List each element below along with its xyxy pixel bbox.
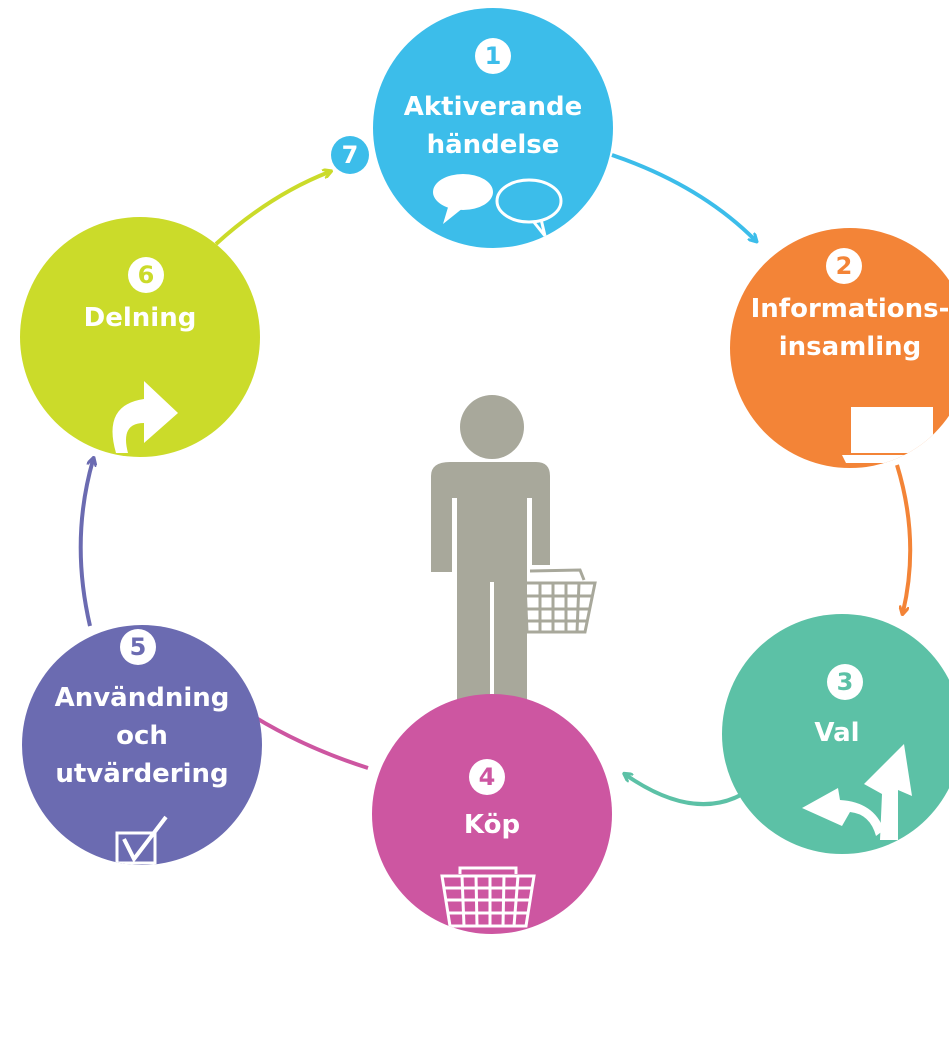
step-2-title: Informations- insamling — [730, 290, 949, 366]
arrow-1-to-2 — [611, 153, 755, 240]
step-4-line-1: Köp — [463, 810, 521, 840]
basket-icon — [523, 568, 597, 634]
step-5-line-2: och — [116, 721, 168, 751]
split-arrows-icon — [802, 744, 912, 840]
step-1-title: Aktiverande händelse — [373, 88, 613, 164]
speech-bubbles-icon — [433, 174, 563, 237]
step-6-circle: 6 Delning — [20, 217, 260, 457]
arrow-5-to-6 — [78, 460, 93, 627]
step-5-number: 5 — [120, 629, 156, 665]
step-2-line-2: insamling — [778, 332, 922, 362]
step-5-line-3: utvärdering — [55, 759, 229, 789]
step-3-title: Val — [722, 714, 949, 752]
step-4-circle: 4 Köp — [372, 694, 612, 934]
step-1-circle: 1 Aktiverande händelse — [373, 8, 613, 248]
step-4-title: Köp — [372, 806, 612, 844]
step-2-number: 2 — [826, 248, 862, 284]
arrow-2-to-3 — [895, 464, 913, 612]
step-5-title: Användning och utvärdering — [22, 679, 262, 793]
checkbox-icon — [115, 815, 168, 865]
step-4-number: 4 — [469, 759, 505, 795]
step-3-circle: 3 Val — [722, 614, 949, 854]
step-3-number: 3 — [827, 664, 863, 700]
step-5-circle: 5 Användning och utvärdering — [22, 625, 262, 865]
step-6-number: 6 — [128, 257, 164, 293]
step-5-line-1: Användning — [54, 683, 230, 713]
step-1-line-1: Aktiverande — [403, 92, 583, 122]
step-6-line-1: Delning — [83, 303, 197, 333]
step-1-line-2: händelse — [426, 130, 560, 160]
step-3-line-1: Val — [814, 718, 860, 748]
step-2-circle: 2 Informations- insamling — [730, 228, 949, 468]
laptop-icon — [842, 407, 942, 463]
step-6-title: Delning — [20, 299, 260, 337]
step-1-number: 1 — [475, 38, 511, 74]
step-7-badge: 7 — [331, 136, 369, 174]
arrow-6-to-7 — [214, 172, 329, 246]
person-body — [431, 462, 550, 705]
person-with-basket-icon — [431, 395, 597, 705]
person-head — [460, 395, 524, 459]
step-2-line-1: Informations- — [750, 294, 949, 324]
share-arrow-icon — [112, 381, 178, 453]
shopping-basket-icon — [440, 866, 536, 928]
